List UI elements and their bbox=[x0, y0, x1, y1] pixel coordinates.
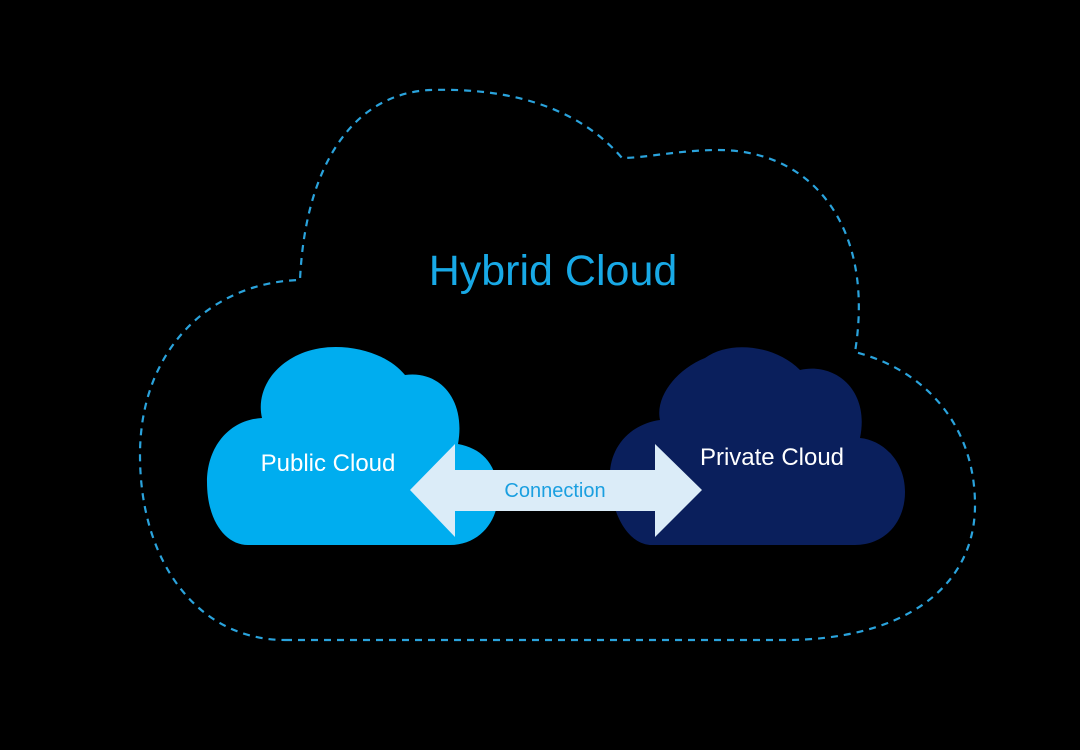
connection-arrow bbox=[410, 444, 702, 537]
connection-arrow-shape bbox=[410, 444, 702, 537]
connection-label: Connection bbox=[504, 480, 605, 502]
diagram-title: Hybrid Cloud bbox=[429, 247, 678, 295]
public-cloud-label: Public Cloud bbox=[261, 450, 396, 477]
private-cloud-label: Private Cloud bbox=[700, 444, 844, 471]
hybrid-cloud-outline bbox=[138, 88, 977, 642]
